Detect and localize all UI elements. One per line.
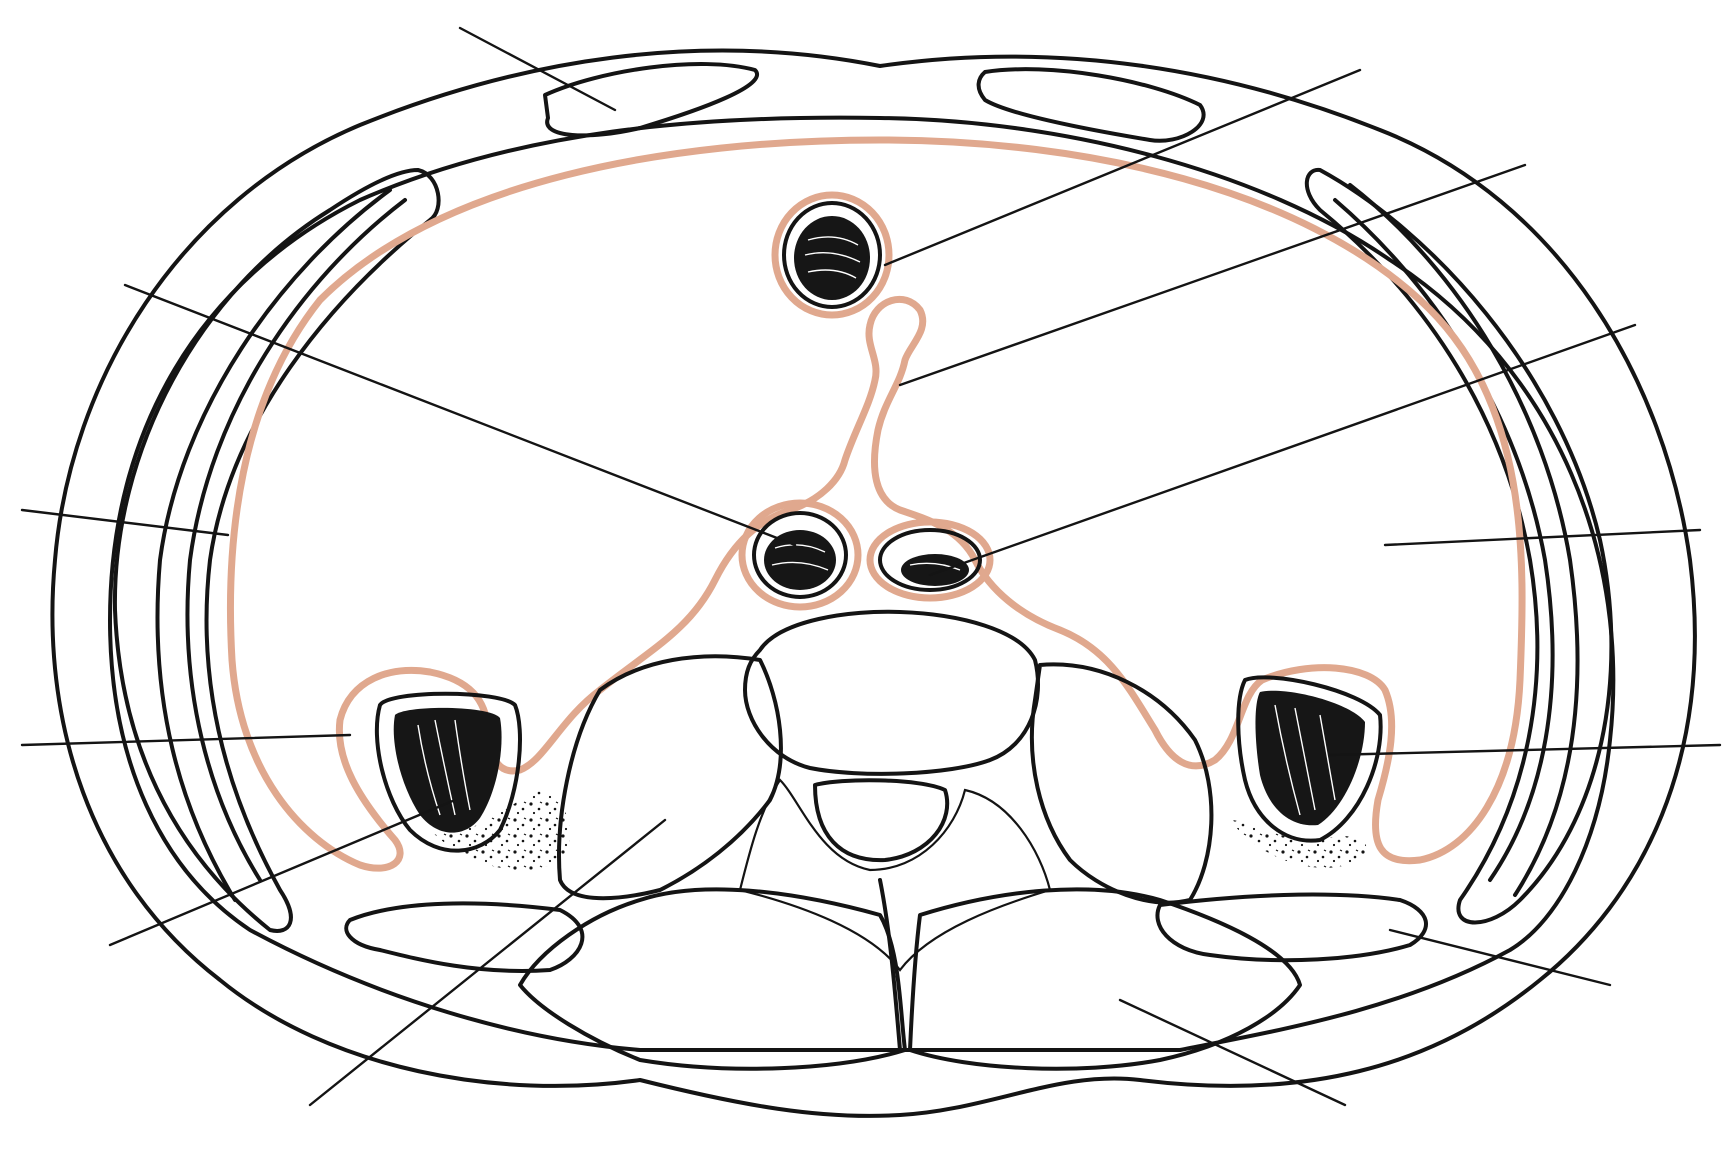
leader-line	[20, 508, 230, 537]
inferior-vena-cava	[764, 530, 836, 590]
psoas-muscle-left	[1029, 662, 1214, 905]
lateral-wall-muscles-right	[112, 168, 441, 933]
kidney-left-parenchyma	[1255, 690, 1365, 826]
leader-line	[458, 26, 617, 112]
perirenal-fat-left	[1230, 820, 1367, 868]
vertebral-body	[743, 609, 1040, 776]
aorta	[901, 554, 969, 586]
rectus-muscle-left	[976, 67, 1206, 143]
latissimus-right	[344, 901, 585, 973]
latissimus-left	[1155, 892, 1428, 963]
leader-line	[1383, 528, 1702, 547]
vertebral-arch	[738, 778, 1052, 972]
kidney-right-parenchyma	[393, 707, 502, 833]
leader-line	[20, 733, 352, 747]
inferior-vena-cava-outer	[752, 511, 848, 599]
leader-line	[883, 68, 1362, 267]
leader-line	[123, 283, 797, 547]
round-ligament	[794, 216, 870, 300]
fascia-outline	[108, 115, 1616, 1052]
aorta-peritoneum-ring	[866, 518, 994, 602]
erector-spinae-left	[908, 887, 1302, 1071]
leader-line	[928, 323, 1637, 577]
leader-line	[1328, 743, 1722, 757]
leader-line	[1118, 998, 1347, 1107]
round-ligament-outer	[782, 201, 882, 309]
leader-line	[108, 798, 457, 947]
leader-line	[1388, 928, 1612, 987]
spinous-process	[878, 878, 902, 1052]
vertebral-canal	[813, 778, 950, 863]
aorta-outer	[878, 528, 982, 592]
leader-line	[308, 818, 667, 1107]
skin-outline	[50, 48, 1697, 1118]
rectus-muscle-right	[543, 62, 759, 138]
leader-line	[898, 163, 1527, 387]
erector-spinae-right	[518, 887, 907, 1071]
falciform-peritoneum-ring	[771, 191, 893, 319]
lateral-wall-muscles-left	[1304, 167, 1614, 925]
ivc-peritoneum-ring	[738, 499, 862, 611]
psoas-muscle-right	[557, 654, 783, 901]
perirenal-fat-right	[430, 790, 571, 870]
leader-lines	[20, 26, 1722, 1107]
parietal-peritoneum	[226, 136, 1526, 872]
kidney-left	[1236, 675, 1383, 843]
